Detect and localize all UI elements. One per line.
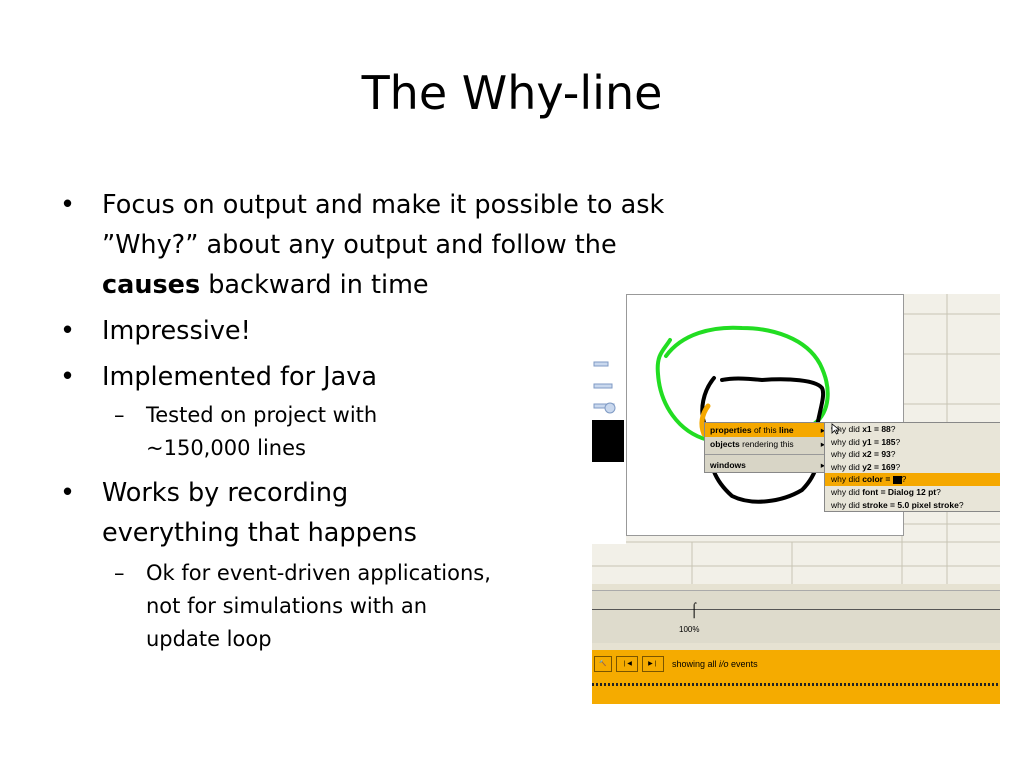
bullet-glyph: • [60,316,76,346]
status-text: showing all [672,659,720,669]
whyline-screenshot: properties of this line ▸ objects render… [592,294,1000,704]
why-field: x2 = 93 [862,449,891,460]
status-text: events [728,659,758,669]
menu-text: windows [710,460,746,470]
color-swatch [892,476,902,485]
submenu-arrow-icon: ▸ [820,460,825,470]
why-field: stroke = 5.0 pixel stroke [862,499,959,510]
why-field: font = Dialog 12 pt [862,486,937,497]
bullet-4-sub-line1: Ok for event-driven applications, [146,561,491,585]
bullet-3-sub-line2: ~150,000 lines [146,436,306,460]
why-tail: ? [895,436,901,447]
menu-item-properties[interactable]: properties of this line ▸ [705,423,829,437]
why-item-x2[interactable]: why did x2 = 93? [825,448,1000,461]
palette-icons [593,361,616,414]
why-prefix: why did [831,436,863,447]
dash-glyph: – [114,561,125,585]
why-prefix: why did [831,474,863,485]
why-tail: ? [890,449,896,460]
why-tail: ? [958,499,964,510]
step-back-button[interactable]: ❘◀ [616,656,638,672]
why-item-stroke[interactable]: why did stroke = 5.0 pixel stroke? [825,499,1000,512]
event-bar: 🔨 ❘◀ ▶❘ showing all i/o events [592,650,1000,704]
context-menu: properties of this line ▸ objects render… [704,422,830,473]
why-item-font[interactable]: why did font = Dialog 12 pt? [825,486,1000,499]
menu-text: line [778,425,794,435]
why-field: y2 = 169 [862,461,896,472]
slide-title: The Why-line [361,66,663,120]
bullet-4: • Works by recording everything that hap… [60,473,780,553]
hammer-icon[interactable]: 🔨 [594,656,612,672]
why-item-x1[interactable]: why did x1 = 88? [825,423,1000,436]
why-item-y1[interactable]: why did y1 = 185? [825,436,1000,449]
why-tail: ? [936,486,941,497]
bullet-1-bold: causes [102,270,201,300]
bullet-2-text: Impressive! [102,316,251,346]
bullet-4-sub-line2: not for simulations with an [146,594,428,618]
bullet-1-line3: causes backward in time [102,265,782,305]
status-text: i/o [719,659,729,669]
tool-palette [592,294,626,544]
bullet-1-line1: Focus on output and make it possible to … [102,190,665,220]
zoom-label: 100% [679,625,700,634]
bullet-3-sub: – Tested on project with ~150,000 lines [60,399,486,465]
why-submenu: why did x1 = 88? why did y1 = 185? why d… [824,422,1000,513]
bullet-4-sub-line3: update loop [146,627,272,651]
why-prefix: why did [831,449,863,460]
why-prefix: why did [831,486,863,497]
bullet-3-text: Implemented for Java [102,362,378,392]
bullet-3-sub-line1: Tested on project with [146,403,378,427]
event-status: showing all i/o events [672,659,758,669]
bullet-1-line2: ”Why?” about any output and follow the [102,230,617,260]
timeline-track [592,609,1000,610]
step-forward-button[interactable]: ▶❘ [642,656,664,672]
why-tail: ? [890,424,896,434]
event-ticks [592,683,1000,686]
why-tail: ? [895,461,901,472]
why-prefix: why did [831,499,863,510]
mouse-pointer-icon [831,423,841,435]
menu-item-windows[interactable]: windows ▸ [705,458,829,472]
menu-separator [705,454,829,455]
bullet-glyph: • [60,362,76,392]
menu-text: properties [710,425,752,435]
bullet-1-rest: backward in time [200,270,429,300]
menu-item-objects[interactable]: objects rendering this ▸ [705,437,829,451]
why-prefix: why did [831,424,863,434]
bullet-4-sub: – Ok for event-driven applications, not … [60,557,576,656]
why-prefix: why did [831,461,863,472]
bullet-1: • Focus on output and make it possible t… [60,185,782,305]
timeline-panel[interactable]: ⌠ 100% [592,590,1000,643]
why-field: y1 = 185 [862,436,896,447]
bullet-glyph: • [60,478,76,508]
color-swatch-black[interactable] [592,420,624,462]
bullet-4-line2: everything that happens [102,518,417,548]
why-item-color[interactable]: why did color = ? [825,423,1000,486]
why-field: color = [862,474,893,485]
dash-glyph: – [114,403,125,427]
bullet-glyph: • [60,190,76,220]
bullet-2: • Impressive! [60,311,780,351]
bullet-4-line1: Works by recording [102,478,349,508]
bullet-list: • Focus on output and make it possible t… [60,185,780,656]
menu-text: of this [751,425,779,435]
timeline-cursor-icon[interactable]: ⌠ [690,601,699,617]
submenu-arrow-icon: ▸ [820,439,825,449]
menu-text: objects [710,439,740,449]
why-item-y2[interactable]: why did y2 = 169? [825,461,1000,474]
why-tail: ? [901,474,907,485]
submenu-arrow-icon: ▸ [820,425,825,435]
menu-text: rendering this [739,439,794,449]
why-field: x1 = 88 [862,424,891,434]
bullet-3: • Implemented for Java [60,357,780,397]
